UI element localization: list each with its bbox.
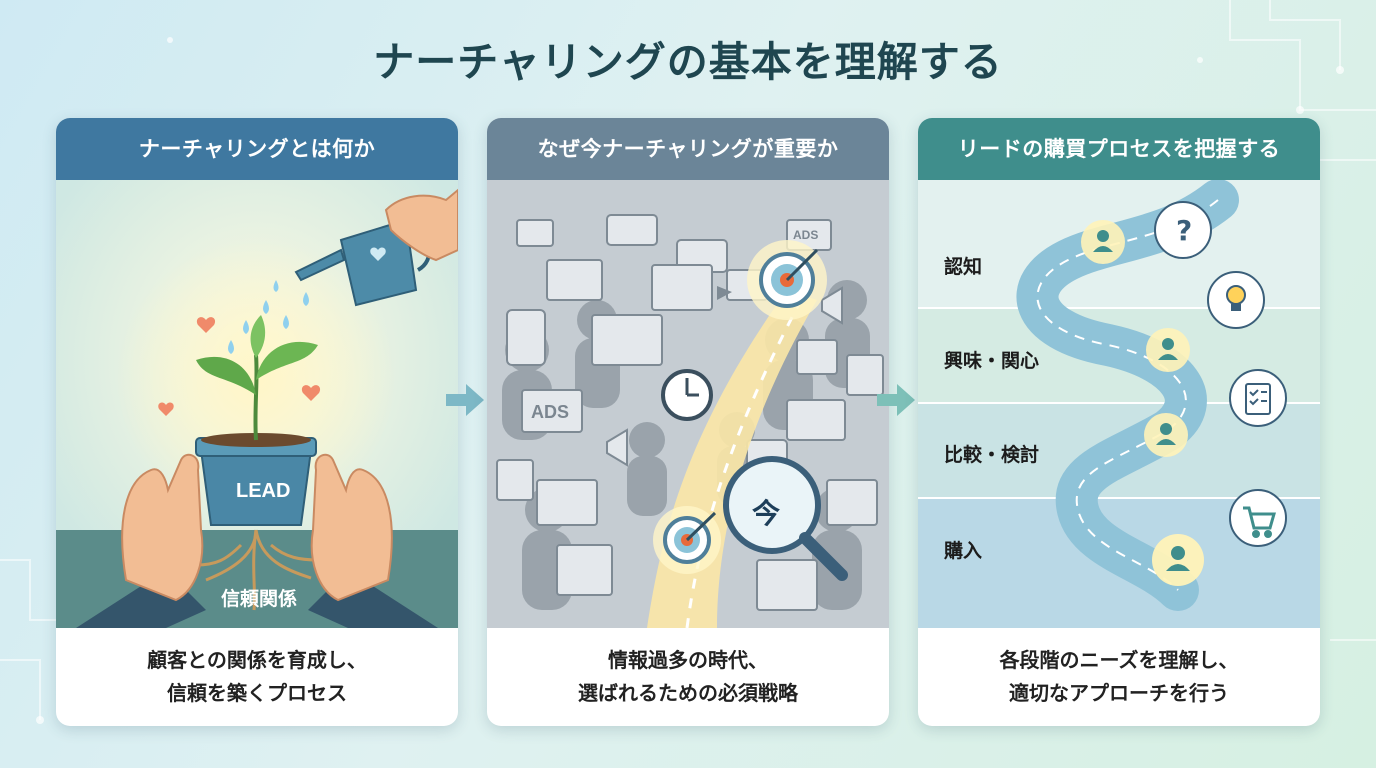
arrow-right-icon <box>446 384 484 416</box>
pot-label: LEAD <box>236 480 291 502</box>
card-why-now: なぜ今ナーチャリングが重要か <box>487 118 889 726</box>
person-marker-icon <box>1152 534 1204 586</box>
arrow-right-icon <box>877 384 915 416</box>
window-icon <box>846 354 884 396</box>
buying-journey-illustration: ? 認知 興味・関心 比較・検討 購入 <box>918 180 1320 628</box>
person-marker-icon <box>1146 328 1190 372</box>
window-icon <box>796 339 838 375</box>
target-icon <box>653 506 721 574</box>
card-header: リードの購買プロセスを把握する <box>918 118 1320 180</box>
window-icon <box>591 314 663 366</box>
caption-line-1: 情報過多の時代、 <box>608 648 768 672</box>
journey-scene: ? <box>918 180 1320 628</box>
card-header: ナーチャリングとは何か <box>56 118 458 180</box>
card-buying-process: リードの購買プロセスを把握する <box>918 118 1320 726</box>
page-title: ナーチャリングの基本を理解する <box>373 38 1003 86</box>
window-icon <box>546 259 603 301</box>
leaf-icon <box>196 356 256 395</box>
card-what-is-nurturing: ナーチャリングとは何か <box>56 118 458 726</box>
window-icon <box>756 559 818 611</box>
ads-label: ADS <box>531 402 570 422</box>
ads-box-icon <box>521 389 583 433</box>
pouring-hand-icon <box>384 188 458 262</box>
plant-illustration: LEAD 信頼関係 <box>56 180 458 628</box>
caption-line-2: 適切なアプローチを行う <box>1009 681 1229 705</box>
stage-label-consideration: 比較・検討 <box>944 444 1040 466</box>
person-marker-icon <box>1081 220 1125 264</box>
target-icon <box>747 240 827 320</box>
phone-icon <box>506 309 546 366</box>
window-icon <box>536 479 598 526</box>
magnifier-icon <box>723 456 848 581</box>
cart-icon <box>1229 489 1287 547</box>
video-icon <box>651 264 713 311</box>
lightbulb-icon-glyph <box>1226 285 1246 311</box>
card-caption: 各段階のニーズを理解し、 適切なアプローチを行う <box>918 628 1320 726</box>
mail-icon <box>516 219 554 247</box>
stage-label-interest: 興味・関心 <box>944 350 1040 372</box>
stage-label-awareness: 認知 <box>944 256 983 278</box>
now-label: 今 <box>752 497 781 530</box>
roots-icon <box>195 529 319 611</box>
clock-icon <box>661 369 713 421</box>
window-icon <box>786 399 846 441</box>
person-marker-icon <box>1144 413 1188 457</box>
cart-icon-glyph <box>1243 506 1276 538</box>
megaphone-icon <box>606 286 843 467</box>
leaf-icon <box>250 315 266 358</box>
checklist-icon <box>1229 369 1287 427</box>
caption-line-2: 信頼を築くプロセス <box>167 681 347 705</box>
chat-bubble-icon <box>606 214 658 246</box>
stage-label-purchase: 購入 <box>944 540 983 562</box>
information-overload-illustration: ADS ADS 今 <box>487 180 889 628</box>
card-header: なぜ今ナーチャリングが重要か <box>487 118 889 180</box>
heart-icons <box>158 317 321 416</box>
plant-scene <box>56 180 458 628</box>
caption-line-1: 各段階のニーズを理解し、 <box>999 648 1239 672</box>
water-drops-icon <box>228 280 309 354</box>
left-hand-icon <box>121 453 204 602</box>
svg-text:?: ? <box>1176 214 1192 247</box>
overload-scene <box>487 180 889 628</box>
ads-label: ADS <box>793 228 819 242</box>
watering-can-icon <box>294 218 432 307</box>
roots-label: 信頼関係 <box>220 588 297 610</box>
leaf-icon <box>256 341 318 380</box>
checklist-icon-glyph <box>1245 383 1271 415</box>
right-hand-icon <box>310 453 393 602</box>
caption-line-1: 顧客との関係を育成し、 <box>147 648 367 672</box>
card-caption: 情報過多の時代、 選ばれるための必須戦略 <box>487 628 889 726</box>
profile-card-icon <box>556 544 613 596</box>
caption-line-2: 選ばれるための必須戦略 <box>578 681 798 705</box>
window-icon <box>826 479 878 526</box>
card-caption: 顧客との関係を育成し、 信頼を築くプロセス <box>56 628 458 726</box>
question-icon <box>1154 201 1212 259</box>
window-icon <box>496 459 534 501</box>
